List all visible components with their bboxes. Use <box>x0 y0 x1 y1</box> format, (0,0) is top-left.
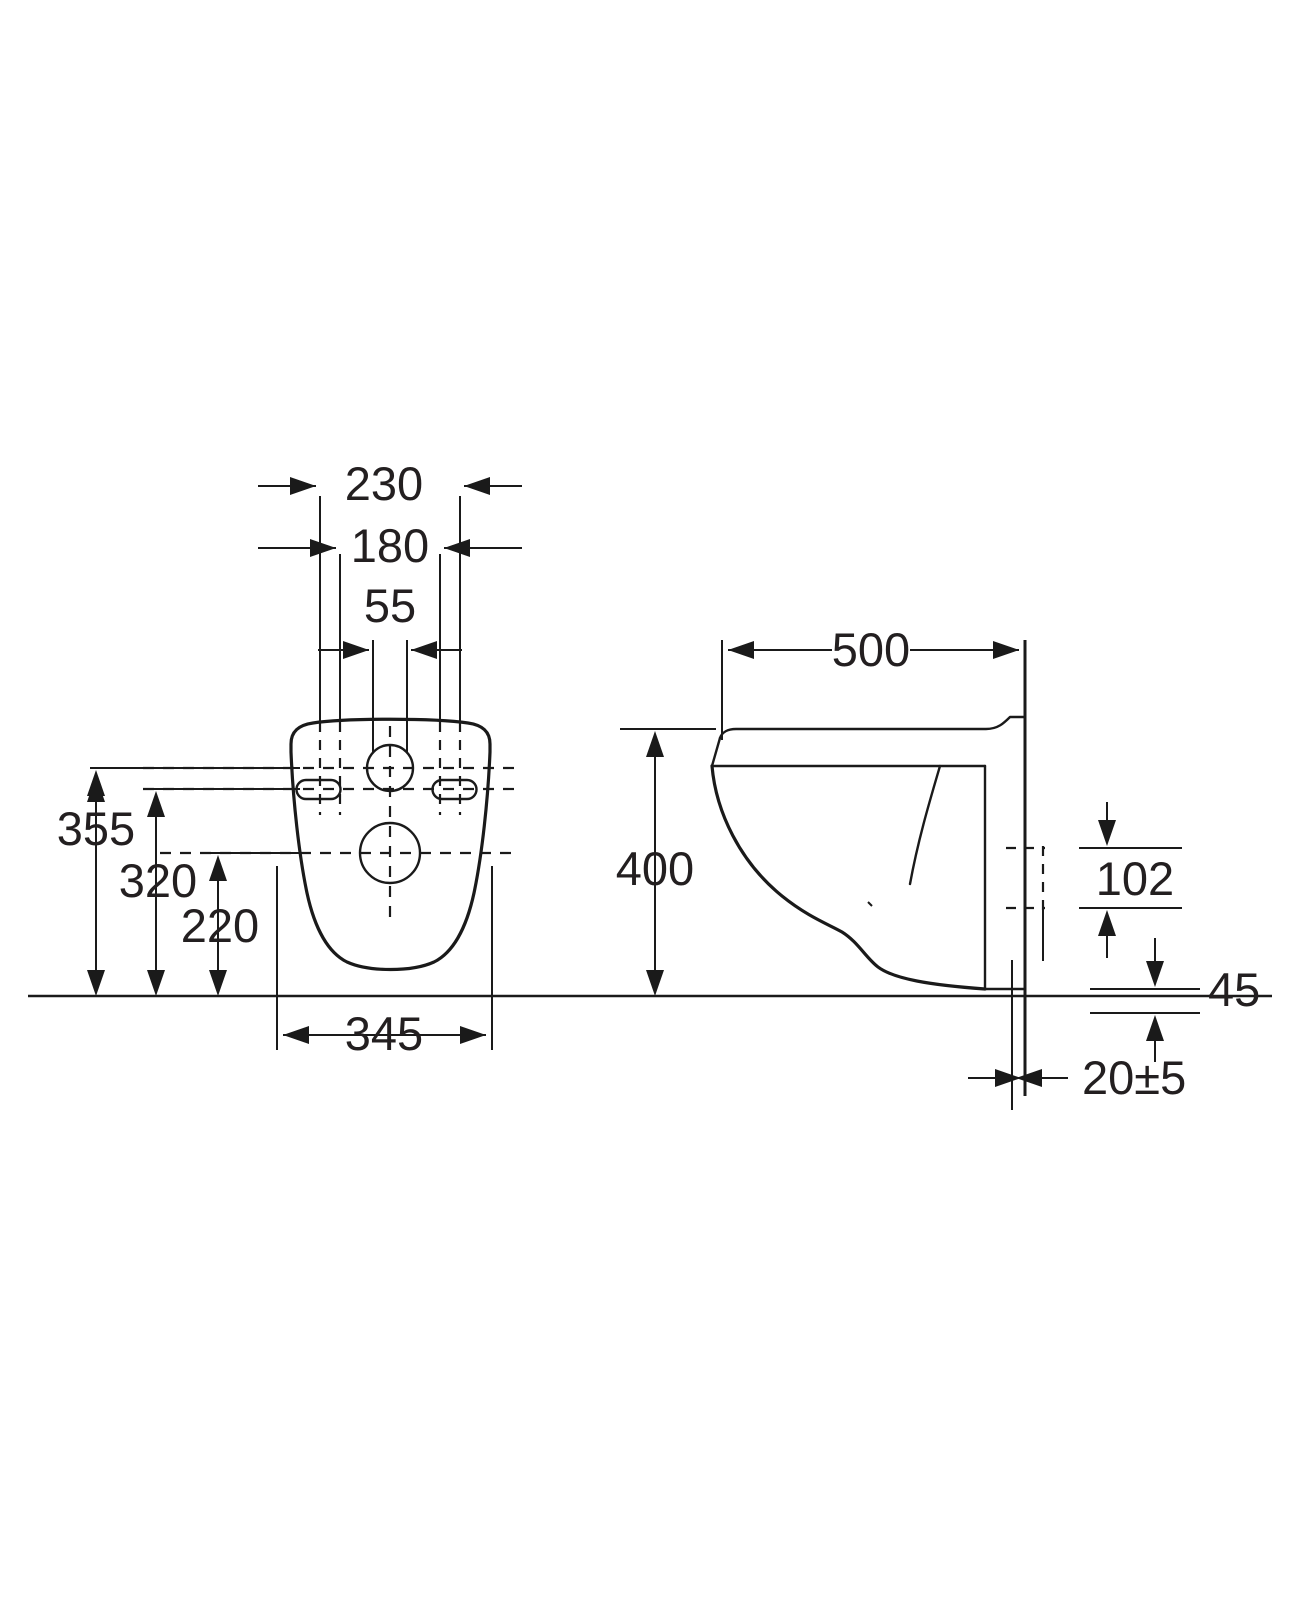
side-view-group: 500 400 102 <box>616 623 1260 1110</box>
dim-55-group: 55 <box>318 579 462 659</box>
side-view-bowl-profile <box>710 764 987 991</box>
front-view-left-slot-hole <box>295 778 342 801</box>
dim-220-group: 220 <box>181 852 300 996</box>
front-view-right-slot-hole <box>431 778 478 801</box>
dim-355-label: 355 <box>57 802 135 855</box>
dim-230-group: 230 <box>258 457 522 510</box>
front-view-group: 230 180 55 355 <box>57 457 522 1060</box>
dim-320-group: 320 <box>119 788 300 996</box>
dim-500-label: 500 <box>832 623 910 676</box>
dim-355-group: 355 <box>57 767 300 996</box>
dim-400-group: 400 <box>616 728 716 996</box>
side-view-rim-underside-line <box>710 736 987 768</box>
side-view-profile-tick <box>867 901 873 907</box>
dim-20pm5-label: 20±5 <box>1082 1051 1186 1104</box>
dim-45-label: 45 <box>1208 963 1260 1016</box>
dim-345-label: 345 <box>345 1007 423 1060</box>
dim-20pm5-group: 20±5 <box>968 1020 1186 1110</box>
side-view-outlet-block <box>908 764 987 991</box>
dim-102-label: 102 <box>1096 852 1174 905</box>
dim-500-group: 500 <box>721 623 1019 740</box>
dim-102-group: 102 <box>1079 802 1182 958</box>
dim-400-label: 400 <box>616 842 694 895</box>
dim-320-label: 320 <box>119 854 197 907</box>
front-view-waste-outlet-hole <box>358 821 422 885</box>
side-view-outlet-spigot-hidden <box>1006 846 1045 910</box>
dim-180-label: 180 <box>351 519 429 572</box>
front-view-top-extension-lines <box>319 496 461 752</box>
dim-55-label: 55 <box>364 579 416 632</box>
front-view-center-bolt-hole <box>365 743 415 793</box>
dim-230-label: 230 <box>345 457 423 510</box>
front-view-hidden-extension-lines <box>318 722 462 815</box>
dim-45-group: 45 <box>1090 938 1260 1062</box>
dim-345-group: 345 <box>276 866 493 1060</box>
front-view-pan-outline <box>289 717 492 972</box>
side-view-rim-top-profile <box>718 715 1027 740</box>
dim-180-group: 180 <box>258 519 522 572</box>
dim-220-label: 220 <box>181 899 259 952</box>
front-view-axis-lines <box>143 726 520 920</box>
